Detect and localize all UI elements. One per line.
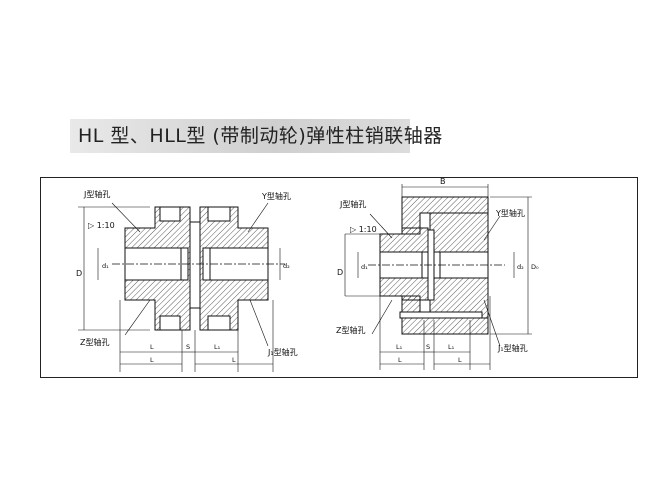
hl-dim-L-top: L [150, 343, 154, 351]
hl-dim-D: D [76, 269, 82, 278]
page-title: HL 型、HLL型 (带制动轮)弹性柱销联轴器 [78, 125, 443, 147]
hll-j1-bore-label: J₁型轴孔 [497, 343, 528, 353]
hll-dim-S: S [426, 343, 430, 351]
hl-y-bore-label: Y型轴孔 [261, 191, 291, 201]
hl-coupling-drawing [78, 202, 285, 372]
hll-dim-L-left: L [398, 356, 402, 364]
hll-dim-L1-top: L₁ [396, 343, 403, 351]
hl-dim-d2: d₂ [283, 262, 290, 270]
hl-dim-L1: L₁ [214, 343, 221, 351]
drawing-frame [40, 177, 638, 378]
hll-dim-D: D [337, 268, 343, 277]
hl-dim-S: S [186, 343, 190, 351]
hl-dim-L-right: L [232, 356, 236, 364]
hll-dim-d1: d₁ [361, 263, 368, 271]
hll-dim-d2: d₂ [517, 263, 524, 271]
hll-coupling-drawing [344, 184, 532, 370]
hll-y-bore-label: Y型轴孔 [495, 208, 525, 218]
hl-dim-d1: d₁ [102, 262, 109, 270]
hll-j-bore-label: J型轴孔 [339, 199, 366, 209]
title-band [70, 119, 410, 153]
hl-z-bore-label: Z型轴孔 [80, 337, 109, 347]
hll-dim-D0: D₀ [531, 263, 539, 271]
hll-dim-L-right: L [458, 356, 462, 364]
hl-j1-bore-label: J₁型轴孔 [267, 347, 298, 357]
hl-dim-L-left: L [150, 356, 154, 364]
hll-dim-B: B [440, 177, 446, 186]
hl-taper-label: ▷ 1:10 [88, 221, 115, 230]
hl-j-bore-label: J型轴孔 [83, 189, 110, 199]
hll-taper-label: ▷ 1:10 [350, 225, 377, 234]
hll-dim-L1-right: L₁ [448, 343, 455, 351]
hll-z-bore-label: Z型轴孔 [336, 325, 365, 335]
